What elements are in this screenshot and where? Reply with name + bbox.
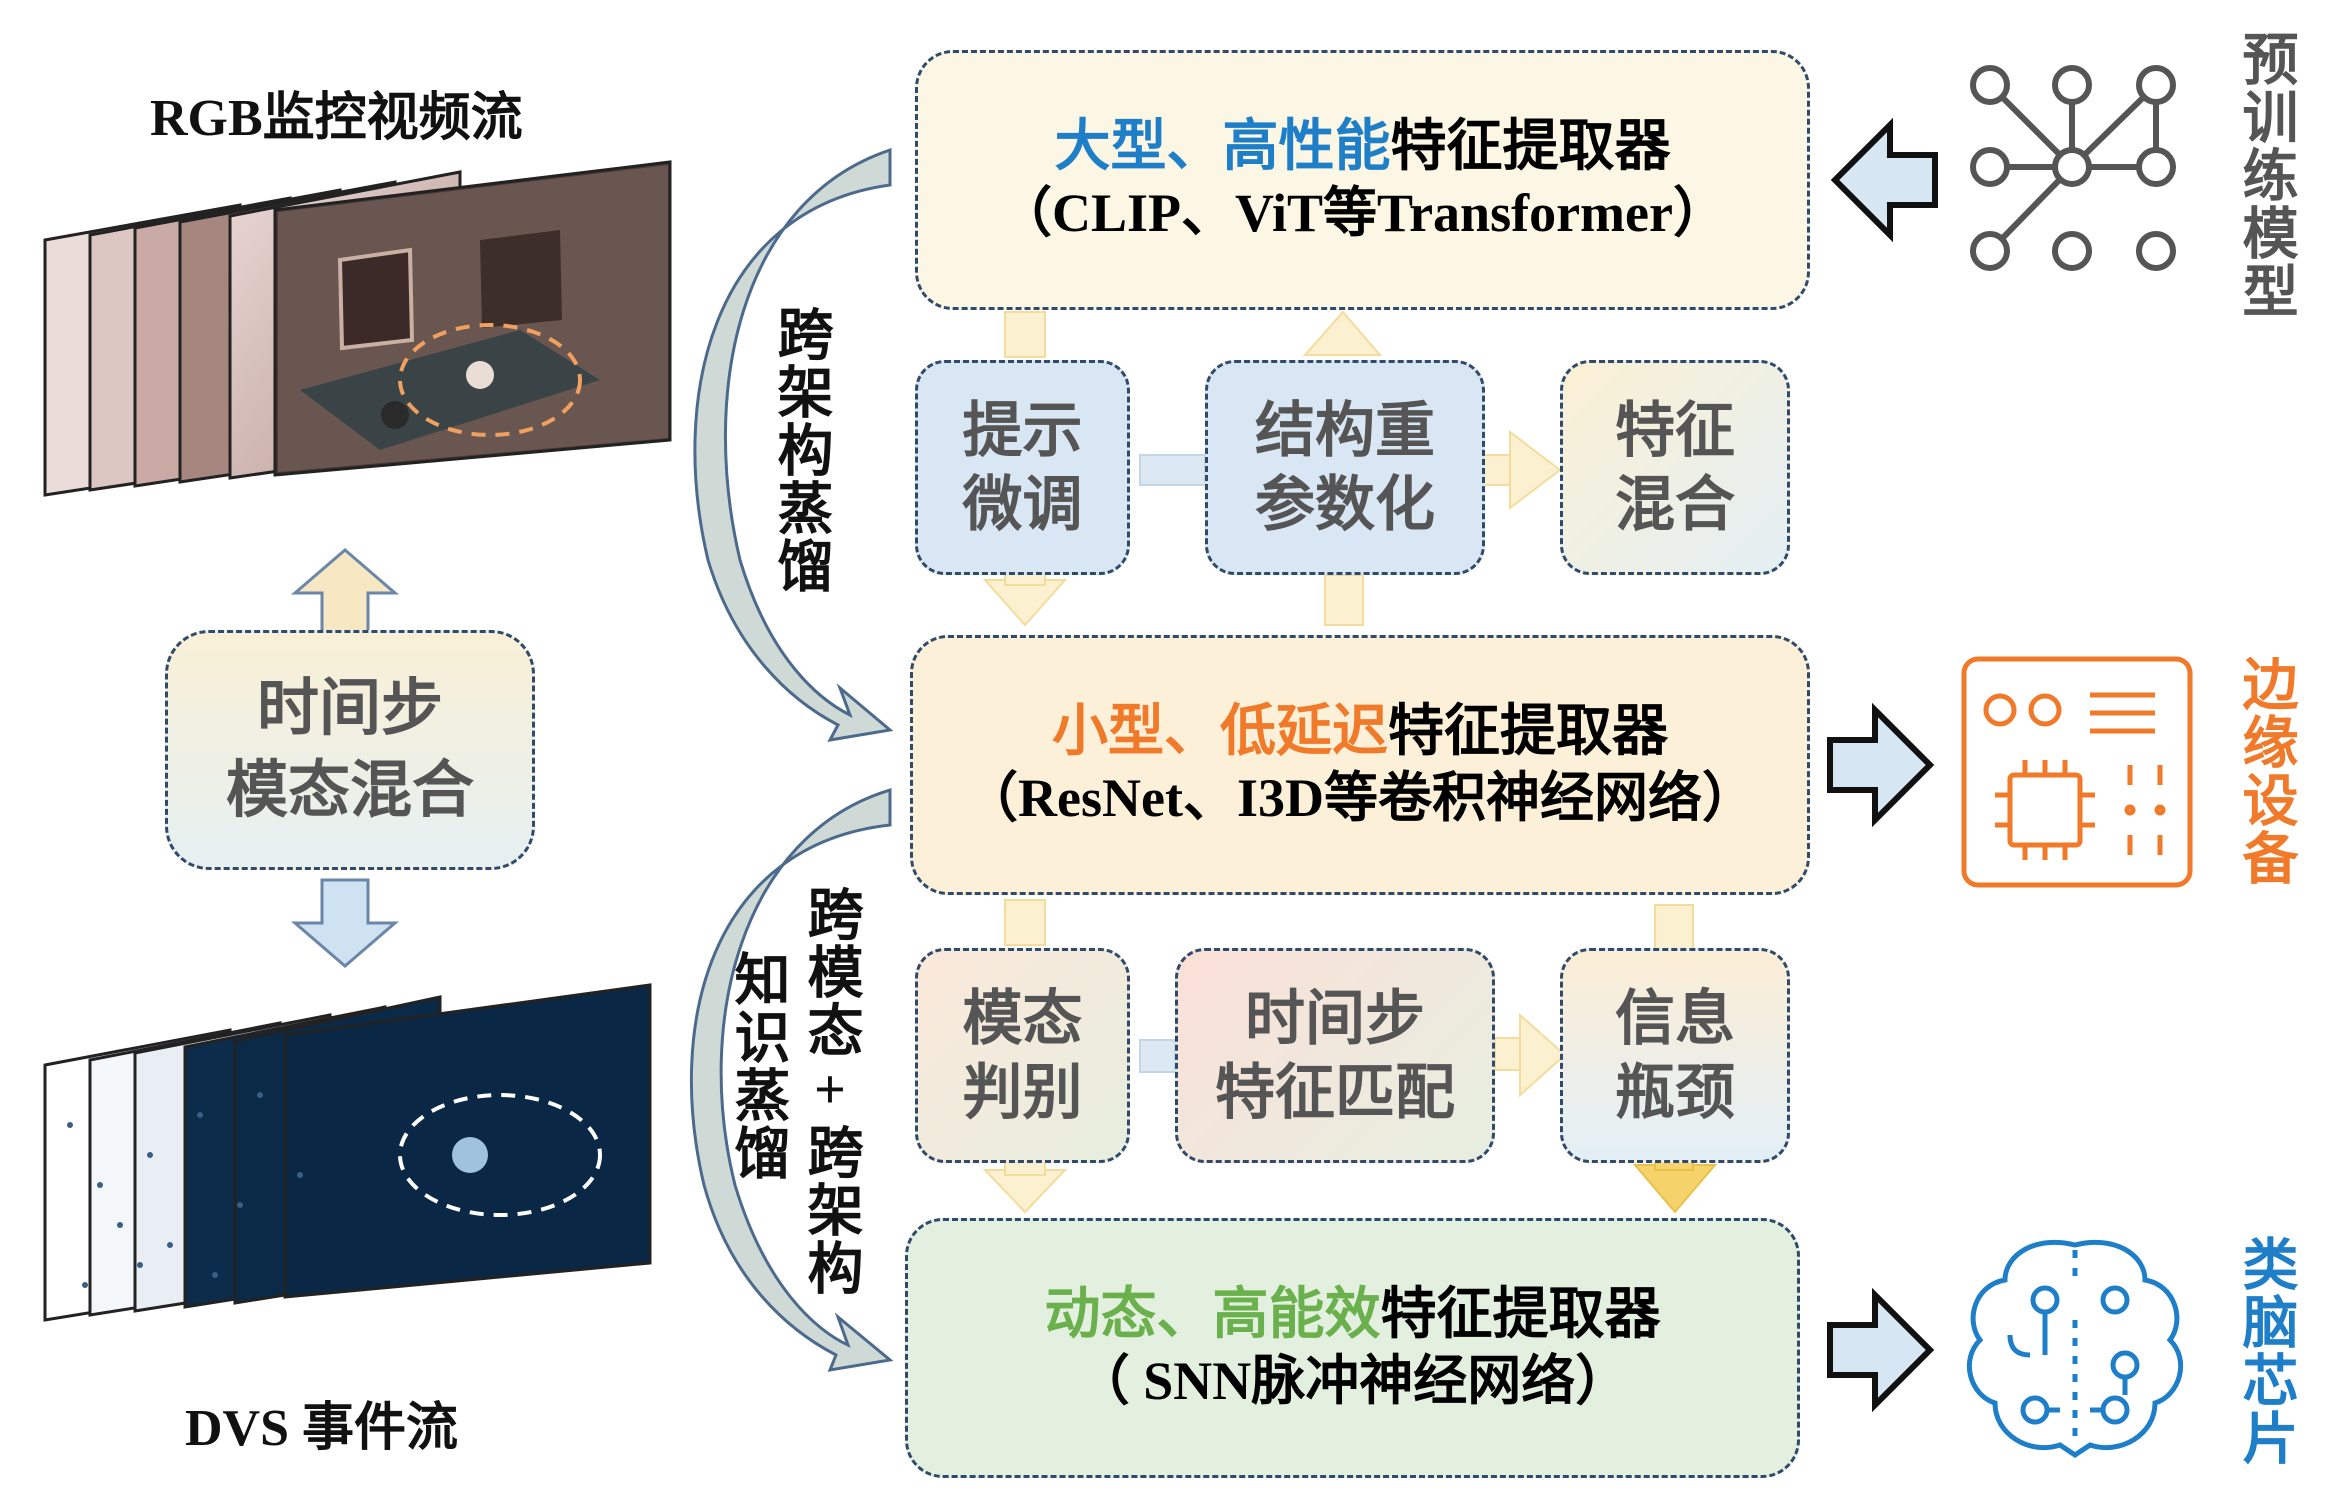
dvs-frame-stack [43, 983, 652, 1322]
small-extractor-title: 小型、低延迟特征提取器 [1052, 699, 1668, 765]
dynamic-feature-extractor-box: 动态、高能效特征提取器 （ SNN脉冲神经网络） [905, 1218, 1800, 1478]
down-arrow-icon [290, 878, 400, 968]
right-arrow-icon-2 [1827, 1287, 1935, 1413]
info-bottleneck-l2: 瓶颈 [1615, 1059, 1735, 1126]
dynamic-extractor-accent: 动态、高能效 [1044, 1284, 1381, 1346]
small-extractor-sub: （ResNet、I3D等卷积神经网络） [964, 768, 1756, 828]
prompt-tuning-l1: 提示 [962, 397, 1083, 464]
modality-discrim-l1: 模态 [962, 985, 1083, 1052]
feature-mix-l2: 混合 [1615, 471, 1735, 538]
edge-device-icon [1961, 656, 2193, 888]
brain-chip-icon [1966, 1239, 2184, 1459]
cross-arch-distill-label: 跨架构蒸馏 [769, 305, 831, 595]
reparam-box: 结构重 参数化 [1205, 360, 1485, 575]
dynamic-extractor-sub: （ SNN脉冲神经网络） [1075, 1351, 1630, 1411]
modality-discrim-l2: 判别 [962, 1059, 1083, 1126]
pretrained-model-label: 预训练模型 [2234, 30, 2296, 320]
left-arrow-icon [1830, 117, 1938, 243]
small-extractor-accent: 小型、低延迟 [1052, 701, 1388, 763]
right-arrow-icon [1827, 702, 1935, 828]
cross-modal-arch-label: 跨模态+跨架构 [799, 885, 861, 1297]
info-bottleneck-l1: 信息 [1615, 985, 1735, 1052]
network-graph-icon [1970, 65, 2176, 271]
knowledge-distill-label: 知识蒸馏 [726, 950, 788, 1182]
large-feature-extractor-box: 大型、高性能特征提取器 （CLIP、ViT等Transformer） [915, 50, 1810, 310]
info-bottleneck-box: 信息 瓶颈 [1560, 948, 1790, 1163]
feature-mix-l1: 特征 [1615, 397, 1735, 464]
large-extractor-title: 大型、高性能特征提取器 [1055, 114, 1671, 180]
mix-box-line1: 时间步 [256, 675, 443, 743]
prompt-tuning-box: 提示 微调 [915, 360, 1130, 575]
rgb-stream-label: RGB监控视频流 [150, 90, 523, 147]
cross-arch-distill-arrow [693, 147, 894, 742]
reparam-l2: 参数化 [1255, 471, 1435, 538]
rgb-frame-stack [43, 160, 672, 497]
timestep-match-l1: 时间步 [1245, 985, 1425, 1052]
timestep-feature-match-box: 时间步 特征匹配 [1175, 948, 1495, 1163]
dynamic-extractor-title: 动态、高能效特征提取器 [1045, 1282, 1661, 1348]
rgb-scene [278, 165, 668, 472]
feature-mix-box: 特征 混合 [1560, 360, 1790, 575]
modality-discrim-box: 模态 判别 [915, 948, 1130, 1163]
cross-modal-distill-arrow [689, 787, 894, 1372]
large-extractor-accent: 大型、高性能 [1054, 116, 1391, 178]
timestep-match-l2: 特征匹配 [1215, 1059, 1455, 1126]
timestep-modality-mix-box: 时间步 模态混合 [165, 630, 535, 870]
dynamic-extractor-rest: 特征提取器 [1380, 1284, 1661, 1346]
small-feature-extractor-box: 小型、低延迟特征提取器 （ResNet、I3D等卷积神经网络） [910, 635, 1810, 895]
brain-chip-label: 类脑芯片 [2234, 1235, 2296, 1467]
dvs-stream-label: DVS 事件流 [185, 1400, 459, 1457]
large-extractor-rest: 特征提取器 [1390, 116, 1671, 178]
edge-device-label: 边缘设备 [2234, 655, 2296, 887]
small-extractor-rest: 特征提取器 [1388, 701, 1668, 763]
reparam-l1: 结构重 [1255, 397, 1435, 464]
mix-box-line2: 模态混合 [225, 757, 474, 825]
large-extractor-sub: （CLIP、ViT等Transformer） [998, 183, 1727, 243]
prompt-tuning-l2: 微调 [962, 471, 1083, 538]
